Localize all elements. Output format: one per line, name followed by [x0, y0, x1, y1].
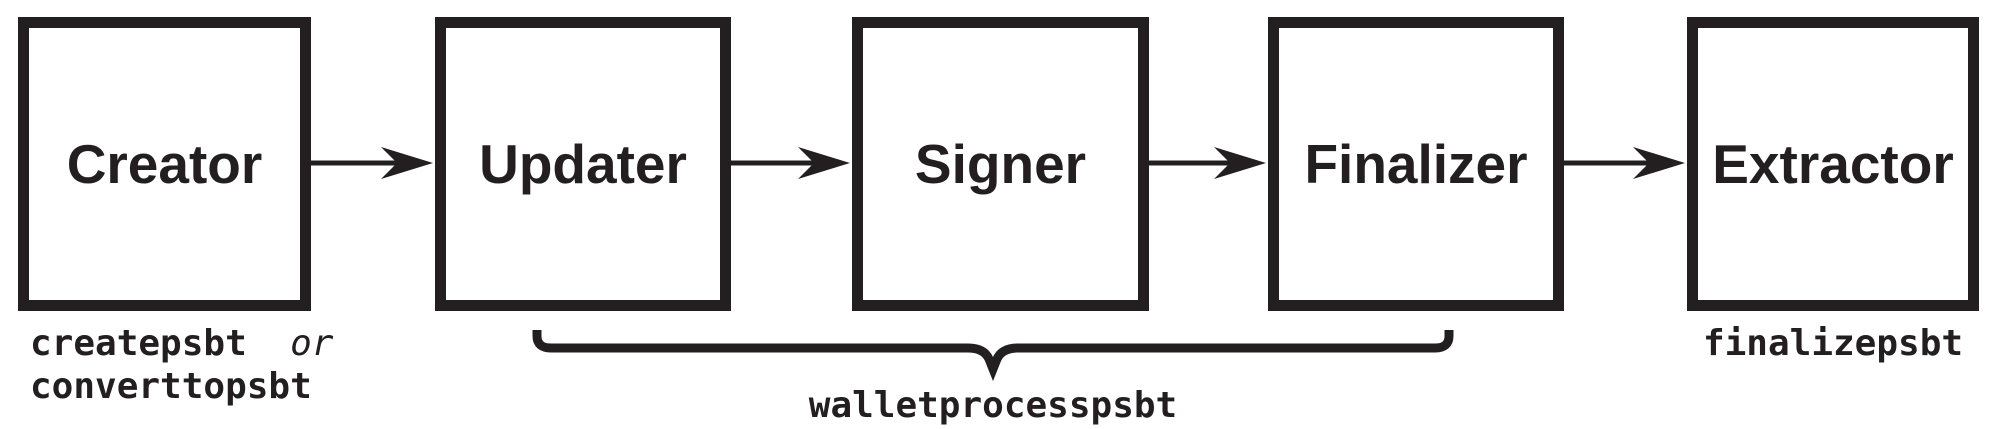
arrow-signer-to-finalizer: [1148, 147, 1266, 179]
node-extractor-label: Extractor: [1712, 133, 1954, 195]
node-updater-label: Updater: [479, 133, 687, 195]
node-creator: Creator: [18, 17, 311, 311]
node-signer-label: Signer: [914, 133, 1087, 195]
node-extractor: Extractor: [1687, 17, 1979, 311]
node-finalizer: Finalizer: [1268, 17, 1564, 311]
node-creator-label: Creator: [66, 133, 263, 195]
creator-command-1: createpsbt: [30, 323, 247, 364]
creator-command-conjunction: or: [290, 323, 334, 364]
arrow-updater-to-signer: [730, 147, 850, 179]
extractor-command: finalizepsbt: [1702, 323, 1964, 364]
node-signer: Signer: [852, 17, 1149, 311]
arrow-finalizer-to-extractor: [1563, 147, 1685, 179]
creator-commands: createpsbt or converttopsbt: [30, 322, 333, 408]
node-updater: Updater: [435, 17, 731, 311]
creator-command-2: converttopsbt: [30, 366, 312, 407]
arrow-creator-to-updater: [310, 147, 433, 179]
node-finalizer-label: Finalizer: [1304, 133, 1528, 195]
brace-group-label: walletprocesspsbt: [808, 385, 1178, 426]
group-underbrace: [532, 330, 1454, 382]
